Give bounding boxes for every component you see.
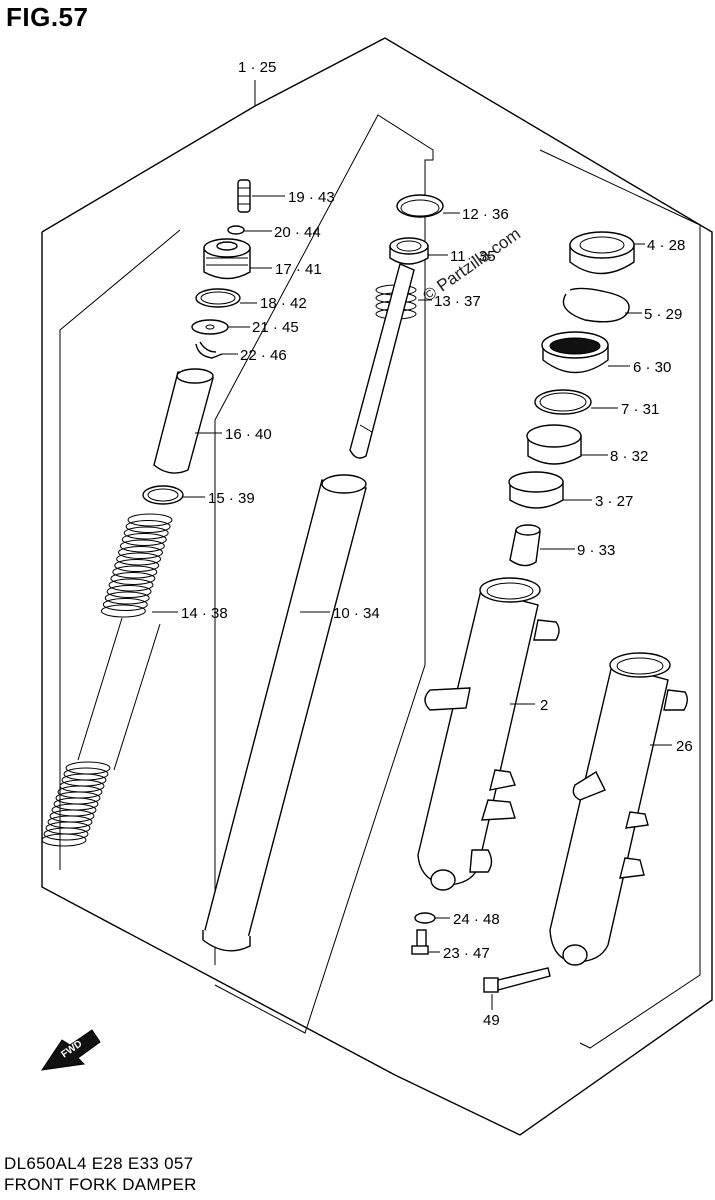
part-4-dust-seal <box>569 231 635 275</box>
part-16-spacer-tube <box>153 368 214 474</box>
part-10-inner-tube <box>202 474 367 952</box>
callout-18-42: 18 · 42 <box>260 295 307 312</box>
inner-frame-center <box>214 114 434 1034</box>
callout-2: 2 <box>540 697 548 714</box>
part-7-seal-spacer <box>534 389 592 415</box>
callout-24-48: 24 · 48 <box>453 911 500 928</box>
part-5-stopper-ring <box>562 287 630 323</box>
callout-22-46: 22 · 46 <box>240 347 287 364</box>
callout-13-37: 13 · 37 <box>434 293 481 310</box>
callout-1-25: 1 · 25 <box>238 59 276 76</box>
part-8-guide-bushing <box>526 424 582 465</box>
callout-3-27: 3 · 27 <box>595 493 633 510</box>
callout-23-47: 23 · 47 <box>443 945 490 962</box>
part-14-fork-spring <box>41 513 173 847</box>
part-20-o-ring <box>227 225 245 235</box>
part-26-outer-tube <box>549 652 688 966</box>
callout-21-45: 21 · 45 <box>252 319 299 336</box>
part-9-oil-lock-piece <box>509 524 541 567</box>
callout-6-30: 6 · 30 <box>633 359 671 376</box>
callout-15-39: 15 · 39 <box>208 490 255 507</box>
part-49-pinch-bolt <box>483 967 551 993</box>
part-17-fork-cap <box>203 238 251 280</box>
part-3-slide-bushing <box>508 471 564 509</box>
callout-8-32: 8 · 32 <box>610 448 648 465</box>
inner-frame-right <box>539 149 701 1049</box>
model-code: DL650AL4 E28 E33 057 <box>4 1154 194 1173</box>
figure-name: FRONT FORK DAMPER <box>4 1175 197 1194</box>
part-24-gasket <box>414 912 436 924</box>
part-damper-rod <box>349 263 415 459</box>
callout-17-41: 17 · 41 <box>275 261 322 278</box>
callout-16-40: 16 · 40 <box>225 426 272 443</box>
callout-19-43: 19 · 43 <box>288 189 335 206</box>
figure-title: FIG.57 <box>6 2 89 32</box>
callout-26: 26 <box>676 738 693 755</box>
callout-49: 49 <box>483 1012 500 1029</box>
callout-9-33: 9 · 33 <box>577 542 615 559</box>
callout-20-44: 20 · 44 <box>274 224 321 241</box>
callout-5-29: 5 · 29 <box>644 306 682 323</box>
assembly-frame-outline <box>41 37 713 1136</box>
fwd-arrow-icon: FWD <box>40 1029 101 1071</box>
callout-10-34: 10 · 34 <box>333 605 380 622</box>
callout-11-35: 11 · 35 <box>450 248 496 265</box>
part-21-washer <box>191 319 229 335</box>
part-22-clip <box>195 341 223 359</box>
part-19-adjuster-bolt <box>237 179 251 213</box>
part-23-damper-bolt <box>411 929 429 955</box>
callout-14-38: 14 · 38 <box>181 605 228 622</box>
inner-frame-left <box>59 229 181 870</box>
callout-4-28: 4 · 28 <box>647 237 685 254</box>
part-11-collar <box>389 237 429 265</box>
part-12-ring <box>396 194 444 218</box>
callout-12-36: 12 · 36 <box>462 206 509 223</box>
part-6-oil-seal <box>541 331 609 374</box>
part-2-outer-tube <box>417 577 560 891</box>
callout-7-31: 7 · 31 <box>621 401 659 418</box>
